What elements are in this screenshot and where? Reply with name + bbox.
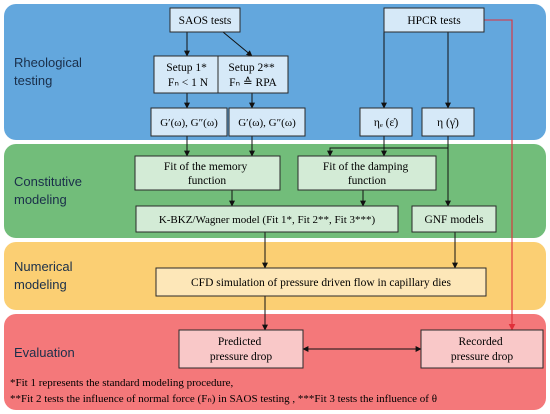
band-label-constitutive-line2: modeling <box>14 192 67 207</box>
node-eta-shear: η (γ̇) <box>421 107 475 137</box>
node-setup1-line1: Setup 1* <box>166 62 207 74</box>
footnote-1: *Fit 1 represents the standard modeling … <box>10 377 234 389</box>
band-label-constitutive-line1: Constitutive <box>14 174 82 189</box>
edge-hpcr-recorded <box>484 19 516 331</box>
band-label-numerical: Numerical modeling <box>14 259 76 292</box>
node-gnf-models-label: GNF models <box>424 214 484 226</box>
node-fit-memory-line2: function <box>188 175 227 187</box>
node-recorded-pressure-drop: Recorded pressure drop <box>420 329 544 369</box>
node-hpcr-tests-label: HPCR tests <box>407 15 461 27</box>
node-setup1-line2: Fₙ < 1 N <box>168 77 209 89</box>
node-saos-tests: SAOS tests <box>169 7 241 33</box>
node-cfd-simulation-label: CFD simulation of pressure driven flow i… <box>191 277 452 289</box>
node-g-setup1-label: G′(ω), G″(ω) <box>160 117 218 129</box>
node-g-setup2: G′(ω), G″(ω) <box>228 107 306 137</box>
node-cfd-simulation: CFD simulation of pressure driven flow i… <box>155 267 487 297</box>
node-saos-tests-label: SAOS tests <box>179 15 232 27</box>
node-fit-memory: Fit of the memory function <box>134 155 281 191</box>
node-setup2-line2: Fₙ ≙ RPA <box>229 76 277 89</box>
band-label-numerical-line1: Numerical <box>14 259 73 274</box>
node-setup1: Setup 1* Fₙ < 1 N <box>153 55 223 94</box>
node-setup2-label: Setup 2** Fₙ ≙ RPA <box>228 62 277 89</box>
node-predicted-label: Predicted pressure drop <box>210 336 273 363</box>
node-fit-damping: Fit of the damping function <box>297 155 437 191</box>
node-g-setup1: G′(ω), G″(ω) <box>150 107 228 137</box>
node-fit-memory-label: Fit of the memory function <box>164 161 250 187</box>
node-eta-elongational-label: ηₑ (ε̇) <box>374 117 398 129</box>
node-predicted-line2: pressure drop <box>210 351 273 363</box>
band-label-rheological-line1: Rheological <box>14 55 82 70</box>
node-fit-memory-line1: Fit of the memory <box>164 161 248 173</box>
edge-saos-setup2 <box>222 31 253 57</box>
node-g-setup2-label: G′(ω), G″(ω) <box>238 117 296 129</box>
footnote-2: **Fit 2 tests the influence of normal fo… <box>10 393 437 405</box>
band-label-numerical-line2: modeling <box>14 277 67 292</box>
node-predicted-line1: Predicted <box>218 336 262 348</box>
node-predicted-pressure-drop: Predicted pressure drop <box>178 329 304 369</box>
node-recorded-label: Recorded pressure drop <box>451 336 514 363</box>
band-label-constitutive: Constitutive modeling <box>14 174 86 207</box>
node-fit-damping-line1: Fit of the damping <box>323 161 409 173</box>
node-fit-damping-label: Fit of the damping function <box>323 161 411 187</box>
node-fit-damping-line2: function <box>348 175 387 187</box>
node-recorded-line1: Recorded <box>459 336 503 348</box>
node-setup1-label: Setup 1* Fₙ < 1 N <box>166 62 209 89</box>
band-label-rheological: Rheological testing <box>14 55 86 88</box>
band-label-rheological-line2: testing <box>14 73 52 88</box>
node-eta-elongational: ηₑ (ε̇) <box>359 107 413 137</box>
node-recorded-line2: pressure drop <box>451 351 514 363</box>
node-setup2-line1: Setup 2** <box>228 62 275 74</box>
node-kbkz-wagner: K-BKZ/Wagner model (Fit 1*, Fit 2**, Fit… <box>135 205 399 233</box>
node-setup2: Setup 2** Fₙ ≙ RPA <box>217 55 289 94</box>
node-eta-shear-label: η (γ̇) <box>437 117 459 129</box>
node-hpcr-tests: HPCR tests <box>383 7 485 33</box>
band-label-evaluation: Evaluation <box>14 345 75 360</box>
node-kbkz-wagner-label: K-BKZ/Wagner model (Fit 1*, Fit 2**, Fit… <box>159 214 376 226</box>
node-gnf-models: GNF models <box>411 205 497 233</box>
